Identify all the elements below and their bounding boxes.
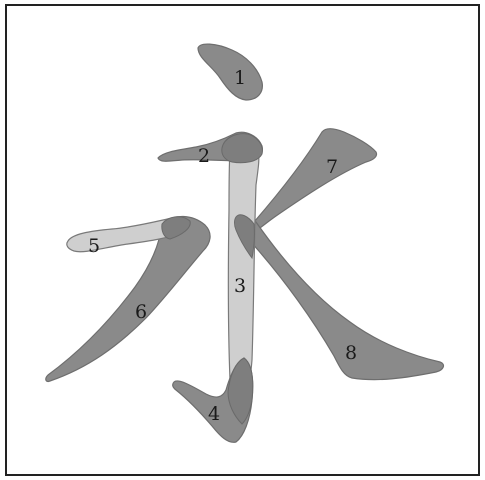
stroke-label-4: 4 xyxy=(208,403,220,425)
stroke-label-7: 7 xyxy=(326,156,338,178)
stroke-label-3: 3 xyxy=(234,275,246,297)
stroke-label-2: 2 xyxy=(198,145,210,167)
stroke-label-6: 6 xyxy=(135,301,147,323)
stroke-label-1: 1 xyxy=(234,67,246,89)
stroke-label-5: 5 xyxy=(88,235,100,257)
stroke-label-8: 8 xyxy=(345,342,357,364)
